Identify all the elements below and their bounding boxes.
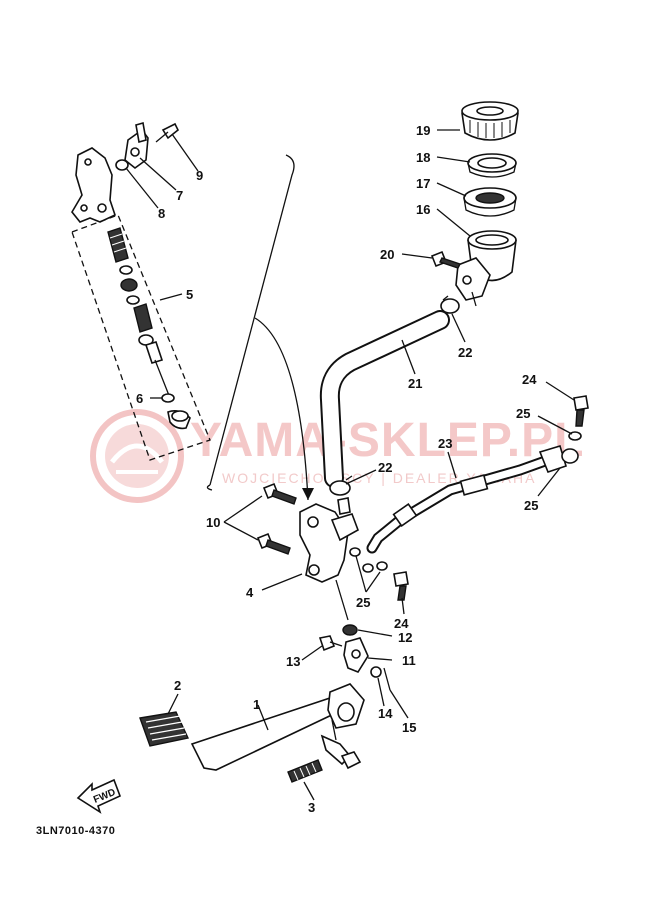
callout-1: 1: [253, 697, 260, 712]
callout-17: 17: [416, 176, 430, 191]
callout-22-lower: 22: [378, 460, 392, 475]
watermark-subtitle: WOJCIECHOWSCY | DEALER YAMAHA: [222, 470, 536, 486]
watermark: YAMA-SKLEP.PL WOJCIECHOWSCY | DEALER YAM…: [90, 409, 584, 503]
part-9-pin: [155, 122, 180, 143]
callout-11: 11: [402, 653, 416, 668]
part-7-clevis: [124, 121, 149, 170]
callout-10: 10: [206, 515, 220, 530]
callout-21: 21: [408, 376, 422, 391]
part-4-master-cylinder: [299, 497, 359, 621]
part-8-bracket: [71, 147, 116, 223]
part-23-brake-hose: [366, 445, 579, 554]
part-13-pin: [318, 635, 343, 652]
watermark-brand: YAMA-SKLEP.PL: [190, 414, 584, 467]
part-1-brake-pedal: [190, 683, 365, 771]
callout-15: 15: [402, 720, 416, 735]
part-19-cap: [461, 101, 519, 141]
part-22-clamp-top: [440, 295, 460, 314]
part-14-washer: [370, 666, 382, 678]
part-15-cotter: [383, 667, 391, 691]
part-5-kit-box: [71, 214, 211, 461]
part-5-internals: [107, 227, 191, 430]
leader-lines: [125, 129, 575, 801]
diagram-code: 3LN7010-4370: [36, 825, 115, 837]
part-18-plate: [467, 153, 517, 178]
callout-5: 5: [186, 287, 193, 302]
callouts: 19 18 17 16 20 22 21 9 7 8 5 6 10 4 22 2…: [136, 123, 538, 815]
part-10-bolts: [256, 482, 297, 555]
callout-20: 20: [380, 247, 394, 262]
section-bracket: [206, 154, 314, 501]
callout-25-upper: 25: [516, 406, 530, 421]
callout-4: 4: [246, 585, 254, 600]
callout-9: 9: [196, 168, 203, 183]
callout-6: 6: [136, 391, 143, 406]
part-20-screw: [430, 250, 461, 269]
part-11-clevis: [343, 637, 369, 673]
callout-13: 13: [286, 654, 300, 669]
callout-24-lower: 24: [394, 616, 409, 631]
part-24-bolt-lower: [393, 571, 409, 601]
callout-23: 23: [438, 436, 452, 451]
callout-2: 2: [174, 678, 181, 693]
part-22-clamp-lower: [329, 475, 353, 496]
callout-25-lower: 25: [356, 595, 370, 610]
callout-12: 12: [398, 630, 412, 645]
part-16-reservoir: [455, 230, 517, 307]
fwd-arrow-icon: FWD: [76, 778, 122, 814]
callout-19: 19: [416, 123, 430, 138]
part-24-bolt-upper: [573, 395, 589, 427]
callout-14: 14: [378, 706, 393, 721]
part-12-nut: [342, 624, 358, 636]
callout-3: 3: [308, 800, 315, 815]
part-17-diaphragm: [463, 187, 517, 217]
part-2-pedal-rubber: [139, 711, 190, 747]
callout-18: 18: [416, 150, 430, 165]
watermark-logo-icon: [90, 409, 184, 503]
callout-25-right: 25: [524, 498, 538, 513]
part-washer-ring: [115, 159, 129, 171]
part-21-hose: [319, 310, 450, 488]
callout-22-top: 22: [458, 345, 472, 360]
callout-7: 7: [176, 188, 183, 203]
callout-8: 8: [158, 206, 165, 221]
part-3-spring: [287, 759, 323, 783]
callout-16: 16: [416, 202, 430, 217]
callout-24-upper: 24: [522, 372, 537, 387]
